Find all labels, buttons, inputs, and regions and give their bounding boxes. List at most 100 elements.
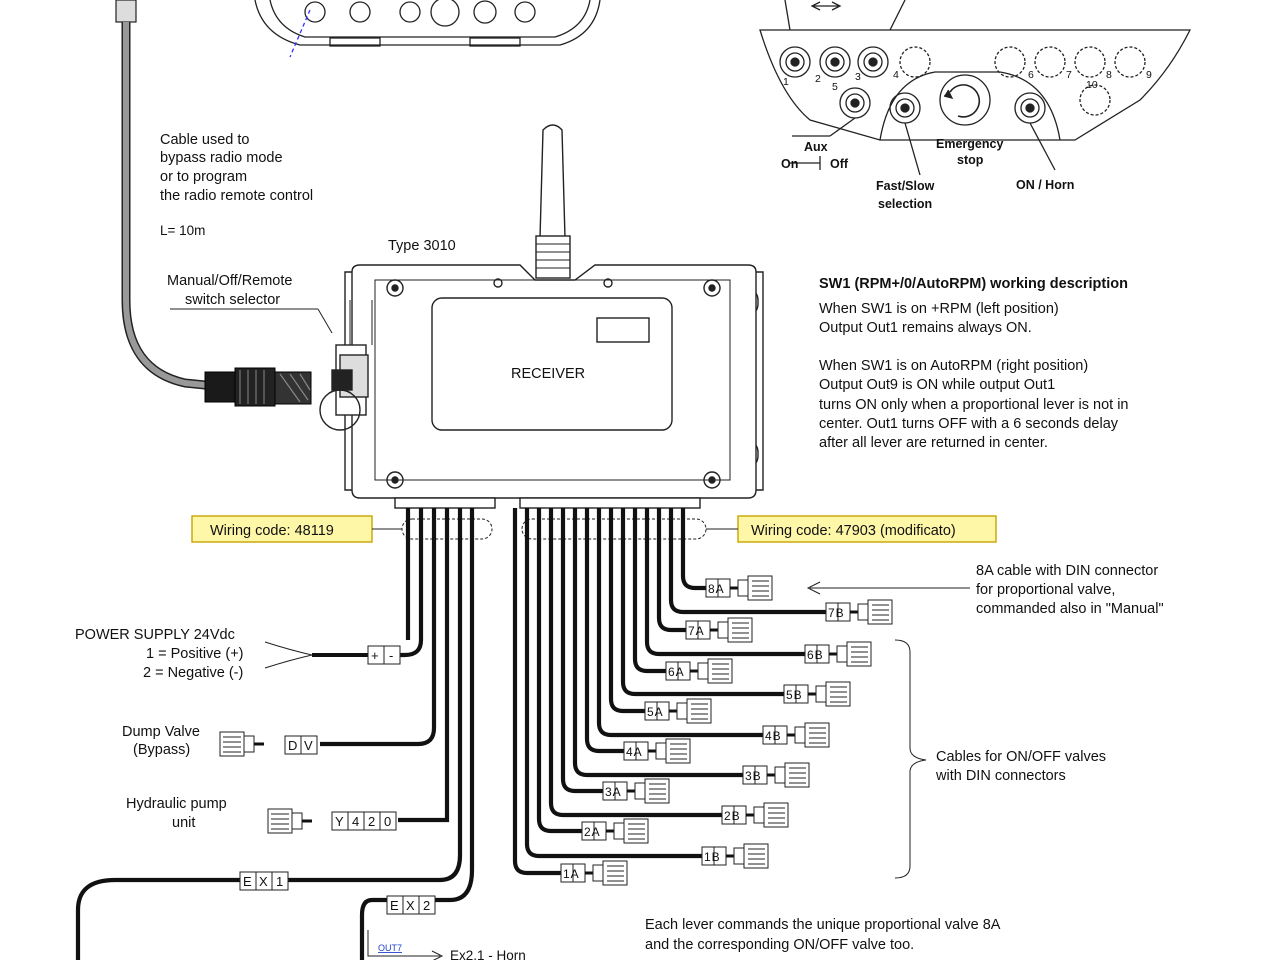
- emergency-label-line1: Emergency: [936, 137, 1003, 151]
- cable-note-line1: Cable used to: [160, 132, 249, 148]
- pump-tag-2: 2: [368, 814, 375, 829]
- ex2-tag-2: 2: [423, 898, 430, 913]
- power-label-line1: POWER SUPPLY 24Vdc: [75, 627, 235, 643]
- power-label-line2: 1 = Positive (+): [146, 646, 244, 662]
- remote-control-panel: [759, 0, 1192, 176]
- emergency-stop: [939, 74, 991, 126]
- valve-tag-8a: 8A: [708, 582, 725, 596]
- valve-cable-3b: 3B: [572, 508, 810, 788]
- ex2-tag-e: E: [390, 898, 399, 913]
- valve-tag-4b: 4B: [765, 729, 782, 743]
- pump-label-line1: Hydraulic pump: [126, 796, 227, 812]
- wiring-code-right: Wiring code: 47903 (modificato): [521, 515, 997, 543]
- dump-valve: Dump Valve (Bypass) D V: [122, 724, 318, 758]
- aux-switch: [839, 87, 871, 119]
- valve-tag-1a: 1A: [563, 867, 580, 881]
- valve-cable-3a: 3A: [560, 508, 670, 804]
- dump-tag-v: V: [304, 738, 313, 753]
- valve-tag-6a: 6A: [668, 665, 685, 679]
- sw1-para2-line3: turns ON only when a proportional lever …: [819, 397, 1129, 413]
- on-label: On: [781, 157, 798, 171]
- pump-tag-4: 4: [352, 814, 359, 829]
- pump-connector: [267, 808, 312, 834]
- valve-cable-4a: 4A: [584, 508, 691, 764]
- valve-tag-3b: 3B: [745, 769, 762, 783]
- receiver-type-label: Type 3010: [388, 238, 456, 254]
- onhorn-label: ON / Horn: [1016, 178, 1074, 192]
- remote-number-6: 6: [1028, 69, 1034, 81]
- transmitter-bottom-left: [254, 0, 601, 58]
- remote-numbers: 1 2 3 4 5 6 7 8 9 10: [783, 69, 1152, 93]
- horn-label: Ex2.1 - Horn: [450, 948, 526, 960]
- program-cable: [115, 0, 312, 407]
- emergency-label-line2: stop: [957, 153, 984, 167]
- onoff-note: Cables for ON/OFF valves with DIN connec…: [894, 639, 1106, 879]
- onoff-note-line1: Cables for ON/OFF valves: [936, 749, 1106, 765]
- pump-tag-y: Y: [335, 814, 344, 829]
- bottom-note-line1: Each lever commands the unique proportio…: [645, 917, 1001, 933]
- din8a-note-line1: 8A cable with DIN connector: [976, 563, 1158, 579]
- din8a-note-line3: commanded also in "Manual": [976, 601, 1164, 617]
- ex1-tag-1: 1: [276, 874, 283, 889]
- sw1-description: SW1 (RPM+/0/AutoRPM) working description…: [819, 276, 1129, 451]
- dump-label-line2: (Bypass): [133, 742, 190, 758]
- remote-number-7: 7: [1066, 69, 1072, 81]
- valve-cable-2b: 2B: [548, 508, 789, 828]
- remote-number-9: 9: [1146, 69, 1152, 81]
- switch-1: [779, 46, 811, 78]
- cable-note: Cable used to bypass radio mode or to pr…: [160, 132, 313, 238]
- valve-tag-3a: 3A: [605, 785, 622, 799]
- power-tag-plus: +: [371, 648, 379, 663]
- remote-number-5: 5: [832, 81, 838, 93]
- power-tag-minus: -: [389, 648, 393, 663]
- switch-3: [857, 46, 889, 78]
- valve-cable-8a: 8A: [680, 508, 773, 601]
- valve-tag-1b: 1B: [704, 850, 721, 864]
- valve-tag-2a: 2A: [584, 825, 601, 839]
- valve-cable-7b: 7B: [668, 508, 893, 625]
- ex2-cable: E X 2 OUT7 Ex2.1 - Horn: [367, 895, 526, 960]
- sw1-para1-line2: Output Out1 remains always ON.: [819, 320, 1032, 336]
- valve-tag-6b: 6B: [807, 648, 824, 662]
- fastslow-switch: [889, 92, 921, 124]
- dump-tag-d: D: [288, 738, 297, 753]
- sw1-para2-line4: center. Out1 turns OFF with a 6 seconds …: [819, 416, 1119, 432]
- sw1-para1-line1: When SW1 is on +RPM (left position): [819, 301, 1059, 317]
- valve-cable-6a: 6A: [632, 508, 733, 684]
- bottom-note-line2: and the corresponding ON/OFF valve too.: [645, 937, 914, 953]
- power-label-line3: 2 = Negative (-): [143, 665, 243, 681]
- valve-cable-7a: 7A: [656, 508, 753, 643]
- valve-cable-1b: 1B: [524, 508, 769, 869]
- selector-label-line2: switch selector: [185, 292, 280, 308]
- valve-tag-4a: 4A: [626, 745, 643, 759]
- remote-number-10: 10: [1086, 79, 1098, 91]
- valve-tag-5b: 5B: [786, 688, 803, 702]
- din8a-note-line2: for proportional valve,: [976, 582, 1115, 598]
- sw1-para2-line2: Output Out9 is ON while output Out1: [819, 377, 1055, 393]
- remote-number-1: 1: [783, 76, 789, 88]
- off-label: Off: [830, 157, 849, 171]
- out7-label: OUT7: [378, 943, 402, 953]
- valve-cable-5a: 5A: [608, 508, 712, 724]
- sw1-para2-line5: after all lever are returned in center.: [819, 435, 1048, 451]
- valve-cable-6b: 6B: [644, 508, 872, 667]
- aux-label: Aux: [804, 140, 828, 154]
- dump-label-line1: Dump Valve: [122, 724, 200, 740]
- pump-label-line2: unit: [172, 815, 195, 831]
- receiver-body-label: RECEIVER: [511, 366, 585, 382]
- wiring-code-left-text: Wiring code: 48119: [210, 523, 334, 539]
- valve-tag-2b: 2B: [724, 809, 741, 823]
- remote-number-4: 4: [893, 69, 899, 81]
- cable-note-line2: bypass radio mode: [160, 150, 283, 166]
- remote-number-2: 2: [815, 73, 821, 85]
- receiver-unit: [319, 124, 764, 509]
- valve-tag-7b: 7B: [828, 606, 845, 620]
- cable-length: L= 10m: [160, 223, 205, 238]
- hydraulic-pump: Hydraulic pump unit Y 4 2 0: [126, 796, 397, 831]
- valve-tag-7a: 7A: [688, 624, 705, 638]
- cable-note-line3: or to program: [160, 169, 247, 185]
- onoff-note-line2: with DIN connectors: [935, 768, 1066, 784]
- ex2-tag-x: X: [406, 898, 415, 913]
- onhorn-switch: [1014, 92, 1046, 124]
